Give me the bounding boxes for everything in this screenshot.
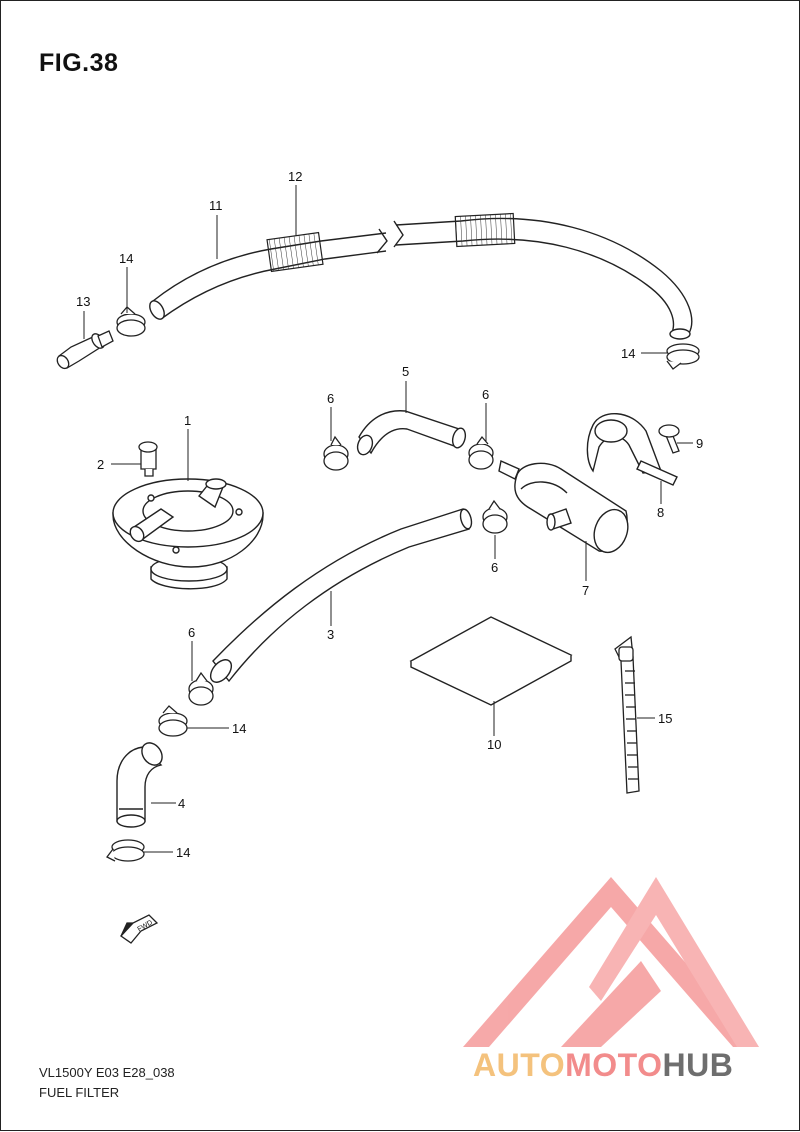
callout-13: 13 (76, 294, 90, 309)
fuel-filter-7 (498, 460, 629, 554)
hose-clamp-14c (158, 705, 188, 737)
figure-title: FIG.38 (39, 49, 119, 77)
fuel-valve-1 (112, 478, 264, 590)
callout-6b: 6 (482, 387, 489, 402)
callout-15: 15 (658, 711, 672, 726)
callout-14d: 14 (176, 845, 190, 860)
section-name: FUEL FILTER (39, 1085, 120, 1100)
callout-6d: 6 (188, 625, 195, 640)
joint-13 (56, 330, 114, 370)
elbow-hose-4 (116, 742, 163, 828)
screw-9 (658, 424, 680, 454)
callout-14a: 14 (119, 251, 133, 266)
callout-5: 5 (402, 364, 409, 379)
filter-bracket-8 (586, 412, 678, 486)
fuel-hose-5 (356, 410, 467, 456)
callout-1: 1 (184, 413, 191, 428)
forward-direction-icon: FWD (120, 914, 159, 944)
callout-6c: 6 (491, 560, 498, 575)
hose-clamp-6d (188, 671, 214, 706)
callout-2: 2 (97, 457, 104, 472)
callout-12: 12 (288, 169, 302, 184)
model-code: VL1500Y E03 E28_038 (39, 1065, 175, 1080)
brand-part-auto: AUTO (473, 1047, 566, 1083)
callout-3: 3 (327, 627, 334, 642)
hose-clamp-6a (323, 435, 349, 471)
callout-14c: 14 (232, 721, 246, 736)
watermark-brand: AUTOMOTOHUB (473, 1047, 733, 1084)
callout-10: 10 (487, 737, 501, 752)
hose-clamp-14d (106, 839, 145, 862)
cable-strap-15 (614, 635, 640, 794)
cushion-pad-10 (409, 616, 573, 706)
callout-14b: 14 (621, 346, 635, 361)
brand-part-hub: HUB (662, 1047, 734, 1083)
watermark-logo-icon (463, 877, 759, 1047)
leader-lines (83, 185, 693, 853)
brand-part-moto: MOTO (565, 1047, 663, 1083)
hose-clamp-6c (482, 499, 508, 534)
fuel-hose-3 (209, 508, 473, 683)
callout-6a: 6 (327, 391, 334, 406)
hose-clamp-14b (666, 343, 700, 370)
callout-7: 7 (582, 583, 589, 598)
hose-clamp-14a (116, 306, 146, 337)
callout-11: 11 (209, 198, 223, 213)
hose-clamp-6b (468, 435, 494, 470)
fuel-hose-11 (149, 217, 693, 340)
callout-4: 4 (178, 796, 185, 811)
callout-9: 9 (696, 436, 703, 451)
callout-labels: 1 2 3 4 5 6 6 6 6 7 8 9 10 11 12 13 14 1… (76, 169, 703, 860)
callout-8: 8 (657, 505, 664, 520)
bolt-2 (138, 441, 158, 477)
corrugated-sleeve-12 (266, 212, 516, 273)
